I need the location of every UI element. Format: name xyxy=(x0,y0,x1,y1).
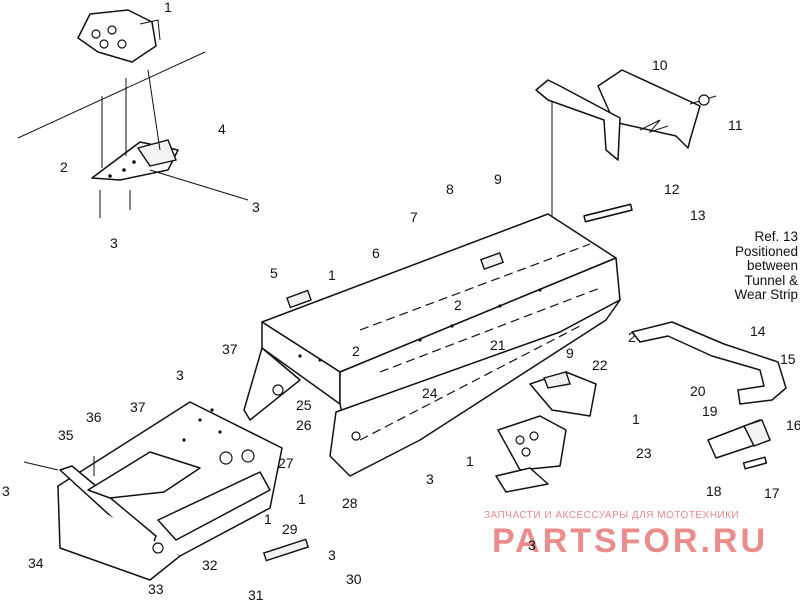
callout-11: 11 xyxy=(728,117,743,133)
part-side-rail-28 xyxy=(329,299,621,477)
reference-note: Ref. 13 Positioned between Tunnel & Wear… xyxy=(734,229,798,302)
part-clip-top xyxy=(77,9,161,63)
callout-1d: 1 xyxy=(466,453,474,469)
part-front-frame xyxy=(57,401,283,581)
callout-3a: 3 xyxy=(252,199,260,215)
callout-1e: 1 xyxy=(298,491,306,507)
part-wear-strip-13 xyxy=(583,203,633,223)
callout-26: 26 xyxy=(296,417,312,433)
part-bracket-22 xyxy=(529,371,597,417)
callout-8: 8 xyxy=(446,181,454,197)
callout-9b: 9 xyxy=(566,345,574,361)
part-rivet-11 xyxy=(689,94,717,106)
callout-35: 35 xyxy=(58,427,74,443)
callout-25: 25 xyxy=(296,397,312,413)
part-bracket-12 xyxy=(535,79,621,161)
callout-21: 21 xyxy=(490,337,506,353)
callout-3f: 3 xyxy=(2,483,10,499)
callout-34: 34 xyxy=(28,555,44,571)
callout-3b: 3 xyxy=(110,235,118,251)
part-bumper-14 xyxy=(631,321,787,405)
callout-29: 29 xyxy=(282,521,298,537)
callout-36: 36 xyxy=(86,409,102,425)
part-handle-18 xyxy=(707,419,771,470)
callout-9a: 9 xyxy=(494,171,502,187)
callout-7: 7 xyxy=(410,209,418,225)
callout-24: 24 xyxy=(422,385,438,401)
callout-28: 28 xyxy=(342,495,358,511)
callout-15: 15 xyxy=(780,351,796,367)
callout-2d: 2 xyxy=(628,329,636,345)
callout-30: 30 xyxy=(346,571,362,587)
part-snowflap-10 xyxy=(597,69,701,149)
callout-22: 22 xyxy=(592,357,608,373)
callout-1b: 1 xyxy=(328,267,336,283)
watermark-tagline: ЗАПЧАСТИ И АКСЕССУАРЫ ДЛЯ МОТОТЕХНИКИ xyxy=(484,510,740,521)
callout-23: 23 xyxy=(636,445,652,461)
callout-2c: 2 xyxy=(352,343,360,359)
rail-line xyxy=(17,51,206,139)
callout-32: 32 xyxy=(202,557,218,573)
svg-text:PARTSFOR.RU: PARTSFOR.RU xyxy=(492,522,768,560)
part-plate-31 xyxy=(262,538,310,562)
watermark-logo: PARTSFOR.RU xyxy=(492,522,768,560)
callout-17: 17 xyxy=(764,485,780,501)
callout-1c: 1 xyxy=(632,411,640,427)
callout-3c: 3 xyxy=(426,471,434,487)
callout-16: 16 xyxy=(786,417,800,433)
callout-20: 20 xyxy=(690,383,706,399)
callout-3g: 3 xyxy=(328,547,336,563)
callout-31: 31 xyxy=(248,587,264,602)
callout-1f: 1 xyxy=(264,511,272,527)
callout-2a: 2 xyxy=(60,159,68,175)
part-bracket-23 xyxy=(495,415,567,493)
callout-12: 12 xyxy=(664,181,680,197)
callout-37b: 37 xyxy=(130,399,146,415)
callout-6: 6 xyxy=(372,245,380,261)
callout-2b: 2 xyxy=(454,297,462,313)
callout-13: 13 xyxy=(690,207,706,223)
callout-18: 18 xyxy=(706,483,722,499)
callout-37a: 37 xyxy=(222,341,238,357)
callout-19: 19 xyxy=(702,403,718,419)
callout-27: 27 xyxy=(278,455,294,471)
callout-1a: 1 xyxy=(164,0,172,15)
callout-3e: 3 xyxy=(176,367,184,383)
part-plate-8 xyxy=(479,251,505,271)
callout-3d: 3 xyxy=(528,537,536,553)
part-bracket-4 xyxy=(91,139,179,181)
callout-33: 33 xyxy=(148,581,164,597)
part-plate-5 xyxy=(286,289,312,309)
callout-10: 10 xyxy=(652,57,668,73)
callout-14: 14 xyxy=(750,323,766,339)
callout-5: 5 xyxy=(270,265,278,281)
callout-4: 4 xyxy=(218,121,226,137)
